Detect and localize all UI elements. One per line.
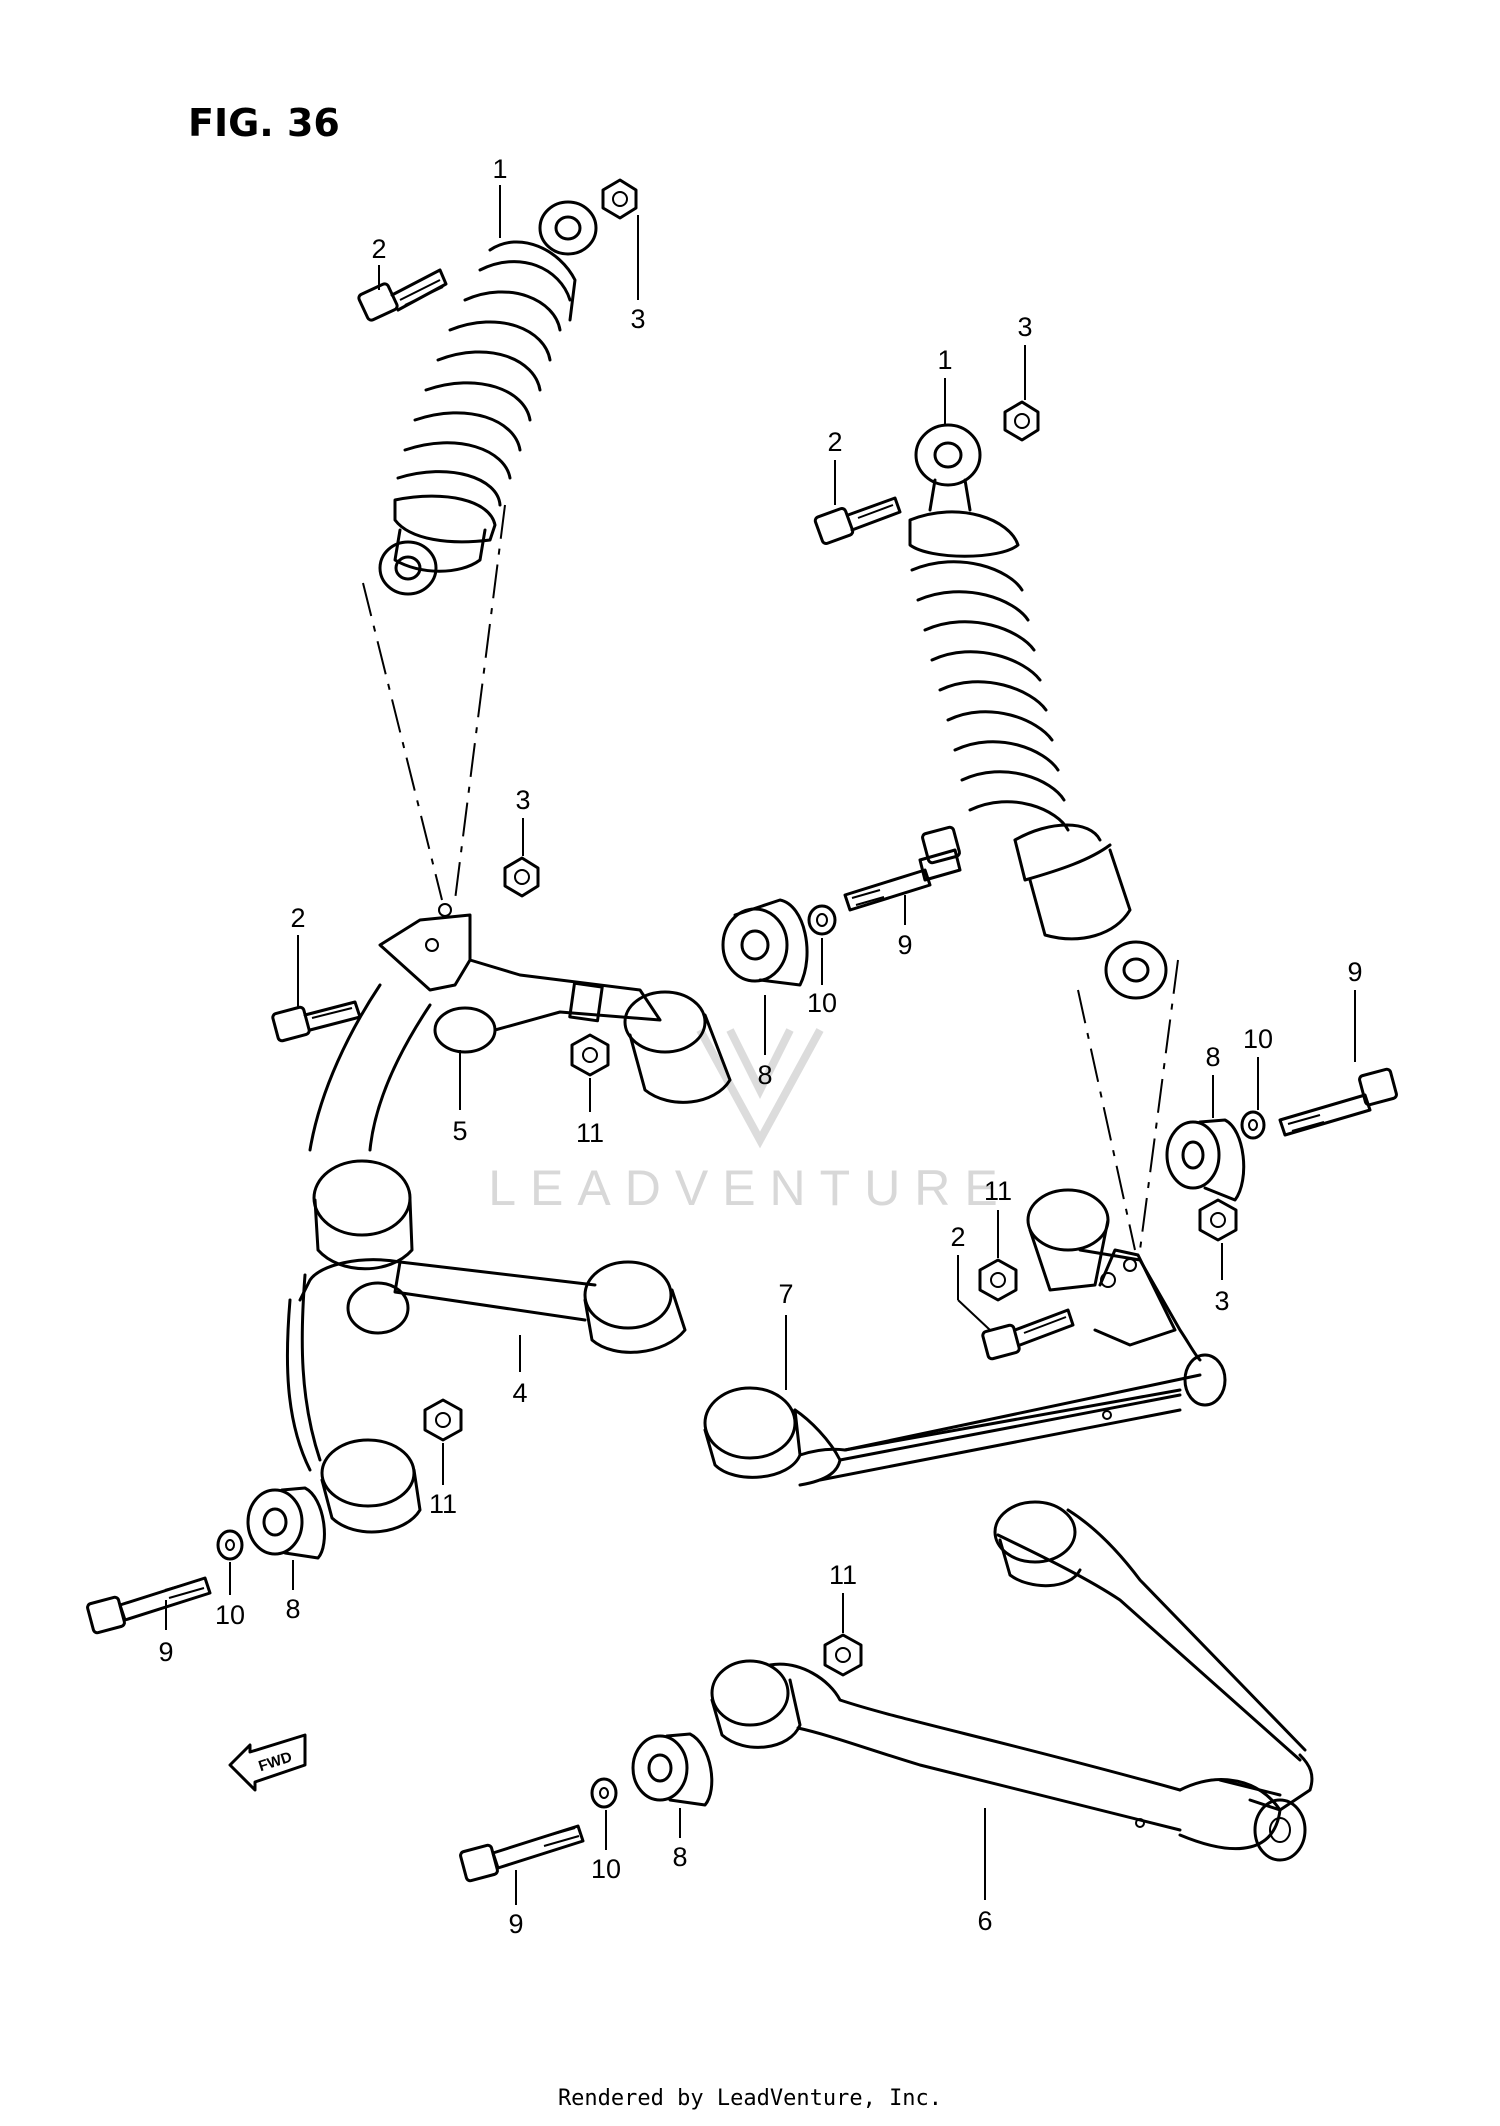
callout-right-arm-nut: 11 xyxy=(984,1176,1012,1206)
right-washer xyxy=(1240,1110,1266,1140)
lower-right-nut xyxy=(823,1633,863,1677)
left-bracket-nut xyxy=(503,856,540,898)
lower-right-bushing xyxy=(631,1732,714,1807)
fwd-arrow-icon xyxy=(228,1733,307,1792)
callout-left-washer: 10 xyxy=(807,988,837,1018)
lower-left-bolt xyxy=(86,1576,212,1635)
callout-right-shock-nut: 3 xyxy=(1017,312,1032,342)
right-pivot-bolt xyxy=(1278,1067,1398,1137)
callout-right-bracket-bolt: 2 xyxy=(950,1222,965,1252)
callout-right-bracket-nut: 3 xyxy=(1214,1286,1229,1316)
callout-right-shock: 1 xyxy=(937,345,952,375)
footer-credit: Rendered by LeadVenture, Inc. xyxy=(558,2086,942,2111)
lower-left-bushing xyxy=(246,1486,326,1560)
lower-left-washer xyxy=(216,1529,244,1561)
callout-lower-right-bushing: 8 xyxy=(672,1842,687,1872)
right-bracket-bolt xyxy=(981,1308,1075,1361)
callout-right-shock-bolt: 2 xyxy=(827,427,842,457)
left-washer xyxy=(807,904,837,936)
callout-lower-left-washer: 10 xyxy=(215,1600,245,1630)
callout-right-pivot-bolt: 9 xyxy=(1347,957,1362,987)
left-upper-arm xyxy=(308,903,732,1271)
left-pivot-bolt xyxy=(843,825,962,912)
callout-right-upper-arm: 7 xyxy=(778,1279,793,1309)
callout-lower-right-washer: 10 xyxy=(591,1854,621,1884)
callout-lower-left-nut: 11 xyxy=(429,1489,457,1519)
right-shock-absorber xyxy=(908,423,1168,1000)
left-arm-nut xyxy=(570,1033,610,1077)
watermark-logo-icon xyxy=(696,1028,824,1149)
callout-left-pivot-bolt: 9 xyxy=(897,930,912,960)
callout-left-lower-arm: 4 xyxy=(512,1378,527,1408)
left-bracket-bolt xyxy=(271,1000,362,1043)
right-lower-arm xyxy=(710,1500,1314,1862)
callout-lower-right-nut: 11 xyxy=(829,1560,857,1590)
lower-right-washer xyxy=(590,1777,618,1809)
callout-right-bushing: 8 xyxy=(1205,1042,1220,1072)
left-shock-absorber xyxy=(378,200,598,596)
watermark: LEADVENTURE xyxy=(488,1028,1012,1216)
right-bushing xyxy=(1165,1118,1246,1202)
right-upper-arm xyxy=(703,1188,1227,1487)
callout-lower-left-bushing: 8 xyxy=(285,1594,300,1624)
figure-title: FIG. 36 xyxy=(188,101,340,145)
left-shock-nut xyxy=(601,178,638,220)
left-lower-arm xyxy=(285,1258,687,1534)
callout-lower-right-bolt: 9 xyxy=(508,1909,523,1939)
lower-left-nut xyxy=(423,1398,463,1442)
callout-left-shock: 1 xyxy=(492,154,507,184)
callout-left-upper-arm: 5 xyxy=(452,1116,467,1146)
lower-right-bolt xyxy=(459,1824,585,1883)
right-shock-bolt xyxy=(813,496,902,546)
callout-left-bracket-bolt: 2 xyxy=(290,903,305,933)
watermark-text: LEADVENTURE xyxy=(488,1160,1012,1216)
callout-left-bushing: 8 xyxy=(757,1060,772,1090)
left-bushing xyxy=(721,898,809,987)
callout-left-arm-nut: 11 xyxy=(576,1118,604,1148)
left-shock-bolt xyxy=(357,268,448,322)
callout-left-bracket-nut: 3 xyxy=(515,785,530,815)
callout-right-washer: 10 xyxy=(1243,1024,1273,1054)
callout-left-shock-nut: 3 xyxy=(630,304,645,334)
right-arm-nut xyxy=(978,1258,1018,1302)
right-bracket-nut xyxy=(1198,1198,1238,1242)
fwd-direction-badge: FWD xyxy=(228,1733,307,1792)
callout-right-lower-arm: 6 xyxy=(977,1906,992,1936)
callout-left-shock-bolt: 2 xyxy=(371,234,386,264)
callout-lower-left-bolt: 9 xyxy=(158,1637,173,1667)
right-shock-nut xyxy=(1003,400,1040,442)
